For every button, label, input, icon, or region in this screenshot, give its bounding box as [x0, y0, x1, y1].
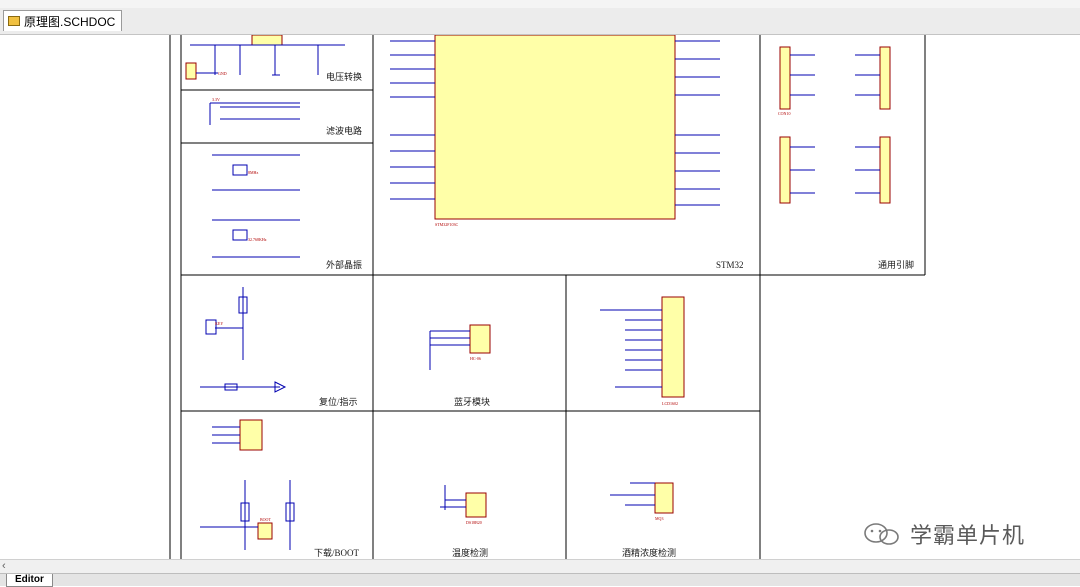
section-pins-title: 通用引脚	[878, 260, 914, 270]
svg-text:32.768KHz: 32.768KHz	[248, 237, 267, 242]
power-circuit: GND	[185, 34, 345, 80]
scroll-left-icon[interactable]: ‹	[2, 560, 6, 572]
svg-text:3.3V: 3.3V	[212, 97, 220, 102]
svg-text:DS18B20: DS18B20	[466, 520, 482, 525]
reset-circuit: KEY	[200, 287, 287, 393]
lcd-connector: LCD1602	[600, 296, 685, 406]
section-alcohol-title: 酒精浓度检测	[622, 547, 676, 558]
pin-headers: CON10	[778, 46, 891, 204]
section-mcu-title: STM32	[716, 260, 744, 270]
svg-text:MQ3: MQ3	[655, 516, 663, 521]
editor-tab[interactable]: Editor	[6, 574, 53, 587]
svg-text:8MHz: 8MHz	[248, 170, 258, 175]
wechat-logo-icon	[864, 523, 899, 545]
download-circuit: BOOT	[200, 419, 295, 550]
svg-text:GND: GND	[218, 71, 227, 76]
section-reset-title: 复位/指示	[319, 396, 358, 407]
mcu-chip: STM32F103C	[390, 34, 720, 227]
bluetooth-module: HC-06	[429, 324, 491, 370]
schdoc-tab-label: 原理图.SCHDOC	[24, 14, 116, 29]
schdoc-tab[interactable]: 原理图.SCHDOC	[3, 10, 123, 31]
section-power-title: 电压转换	[326, 71, 362, 82]
svg-text:LCD1602: LCD1602	[662, 401, 678, 406]
svg-text:CON10: CON10	[778, 111, 790, 116]
svg-text:HC-06: HC-06	[470, 356, 481, 361]
horizontal-scrollbar[interactable]: ‹	[0, 559, 1080, 574]
schematic-doc-icon	[8, 16, 20, 26]
schematic-drawing: GND 电压转换 3.3V 滤波电路 8MHz 32.768KHz 外部晶振	[169, 34, 926, 559]
svg-text:KEY: KEY	[215, 321, 223, 326]
filter-circuit: 3.3V	[209, 97, 300, 125]
section-bluetooth-title: 蓝牙模块	[454, 396, 490, 407]
bottom-tabbar: Editor	[0, 573, 1080, 587]
svg-text:STM32F103C: STM32F103C	[435, 222, 458, 227]
schematic-canvas[interactable]: GND 电压转换 3.3V 滤波电路 8MHz 32.768KHz 外部晶振	[0, 34, 1080, 559]
watermark-text: 学霸单片机	[910, 523, 1026, 548]
watermark: 学霸单片机	[862, 518, 1025, 550]
document-tabstrip: 原理图.SCHDOC	[0, 8, 1080, 35]
section-filter-title: 滤波电路	[326, 125, 362, 136]
svg-text:BOOT: BOOT	[260, 517, 271, 522]
temperature-sensor: DS18B20	[440, 485, 487, 525]
section-crystal-title: 外部晶振	[326, 259, 362, 270]
section-download-title: 下载/BOOT	[314, 547, 360, 558]
section-temperature-title: 温度检测	[452, 547, 488, 558]
alcohol-sensor: MQ3	[610, 482, 674, 521]
crystal-circuit: 8MHz 32.768KHz	[212, 154, 300, 258]
